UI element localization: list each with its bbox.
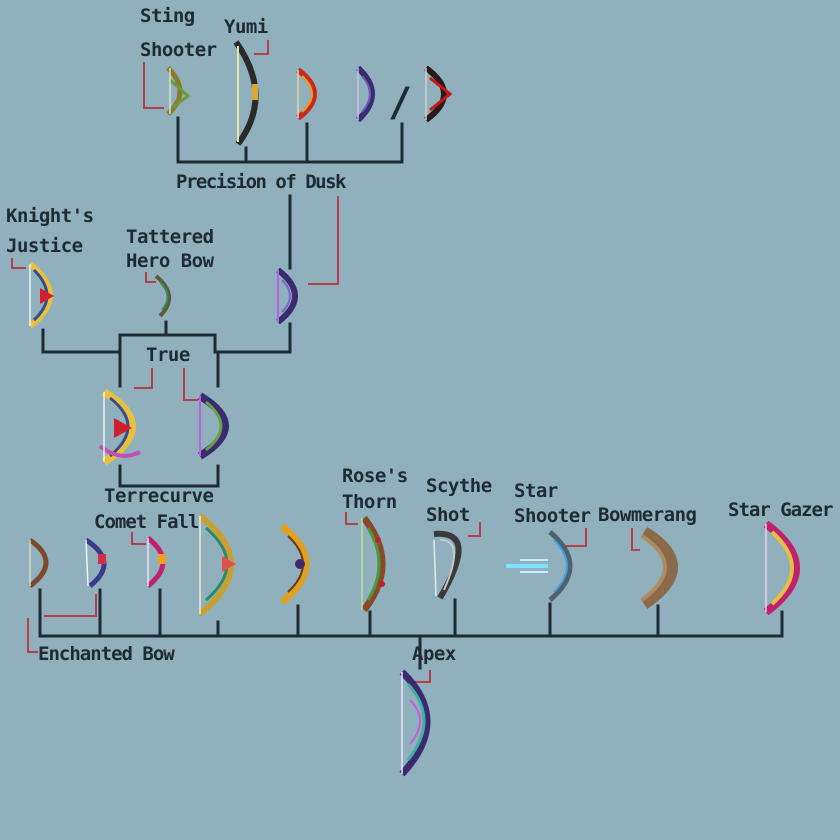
sting-shooter-label-line2: Shooter [140, 39, 217, 61]
label-callout-lines [11, 40, 640, 683]
apex-bow-icon [399, 669, 431, 777]
star-gazer-label: Star Gazer [728, 499, 833, 521]
roses-thorn-label-line1: Rose's [342, 465, 408, 487]
apex-label: Apex [412, 643, 456, 665]
star-shooter-bow-icon [506, 530, 573, 602]
scythe-shot-bow-icon [433, 530, 462, 600]
tattered-hero-bow-icon [154, 274, 171, 318]
comet-fall-bow-icon [146, 536, 166, 588]
terrecurve-bow-icon [198, 513, 236, 617]
true-label: True [146, 344, 190, 366]
terrecurve-label: Terrecurve [104, 485, 214, 507]
enchanted-bow-icon [84, 537, 107, 588]
golden-bow-icon [279, 523, 310, 605]
precision-of-dusk-label: Precision of Dusk [176, 171, 346, 193]
bowmerang-icon [640, 526, 678, 609]
tattered-hero-bow-label-line1: Tattered [126, 226, 214, 248]
dark-red-bow-icon [424, 65, 453, 123]
tree-connector-lines [38, 116, 784, 670]
star-shooter-label-line2: Shooter [514, 505, 591, 527]
true-dusk-bow-icon [197, 392, 229, 460]
scythe-shot-label-line2: Shot [426, 504, 470, 526]
precision-of-dusk-bow-icon [276, 267, 298, 325]
sting-shooter-label-line1: Sting [140, 5, 195, 27]
bowmerang-label: Bowmerang [598, 504, 697, 526]
sting-shooter-bow-icon [166, 66, 191, 116]
knights-justice-bow-icon [28, 261, 54, 329]
red-bow-icon [296, 67, 317, 121]
yumi-label: Yumi [224, 16, 268, 38]
wooden-bow-icon [28, 537, 49, 588]
purple-bow-icon [355, 65, 375, 123]
yumi-bow-icon [233, 40, 259, 146]
knights-justice-label-line1: Knight's [6, 205, 94, 227]
enchanted-bow-label: Enchanted Bow [38, 643, 175, 665]
slash-separator: / [388, 80, 412, 126]
comet-fall-label: Comet Fall [94, 511, 199, 533]
tattered-hero-bow-label-line2: Hero Bow [126, 250, 214, 272]
roses-thorn-label-line2: Thorn [342, 491, 397, 513]
star-gazer-bow-icon [763, 520, 800, 616]
roses-thorn-bow-icon [361, 515, 386, 613]
scythe-shot-label-line1: Scythe [426, 475, 492, 497]
true-knights-bow-icon [98, 388, 141, 466]
knights-justice-label-line2: Justice [6, 235, 83, 257]
star-shooter-label-line1: Star [514, 480, 558, 502]
